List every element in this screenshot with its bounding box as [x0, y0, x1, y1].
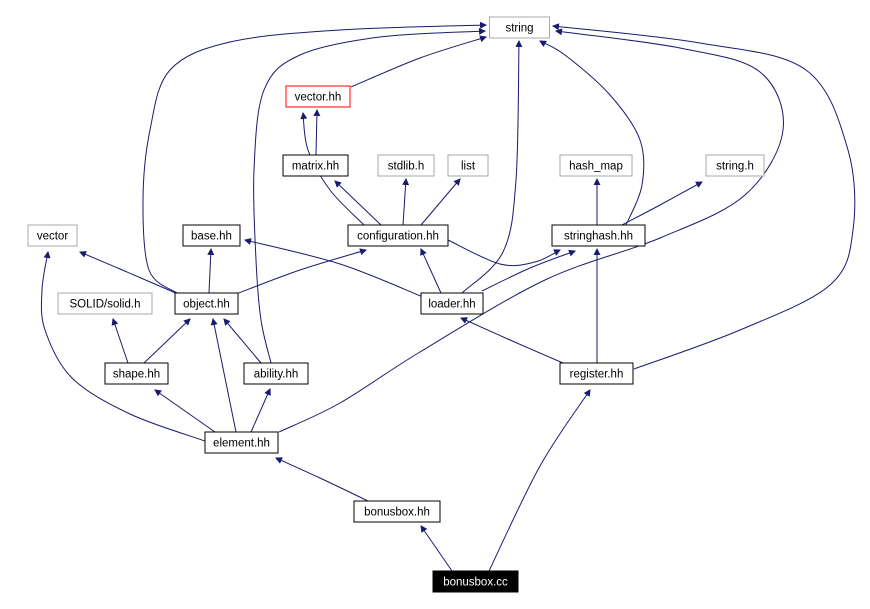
edge-element-hh-to-string — [278, 28, 784, 433]
node-box-list — [447, 154, 489, 177]
node-box-string — [489, 16, 550, 39]
node-box-hash-map — [559, 154, 633, 177]
edge-loader-hh-to-configuration-hh — [420, 248, 442, 294]
edge-object-hh-to-vector — [79, 251, 179, 295]
edge-object-hh-to-string — [142, 21, 488, 294]
node-label-list: list — [461, 161, 476, 173]
edge-bonusbox-hh-to-element-hh — [275, 457, 369, 502]
node-vector[interactable]: vector — [27, 224, 78, 247]
node-stdlib-h[interactable]: stdlib.h — [377, 154, 435, 177]
node-shape-hh[interactable]: shape.hh — [104, 362, 169, 385]
node-box-configuration-hh — [347, 224, 449, 247]
node-box-loader-hh — [420, 292, 484, 315]
node-bonusbox-hh[interactable]: bonusbox.hh — [353, 500, 441, 523]
edge-object-hh-to-base-hh — [207, 247, 215, 294]
edge-loader-hh-to-base-hh — [243, 238, 424, 298]
node-box-object-hh — [174, 292, 239, 315]
node-label-ability-hh: ability.hh — [254, 369, 299, 381]
node-label-loader-hh: loader.hh — [428, 299, 475, 311]
node-label-bonusbox-cc: bonusbox.cc — [443, 577, 508, 589]
node-box-register-hh — [559, 362, 634, 385]
node-matrix-hh[interactable]: matrix.hh — [282, 154, 349, 177]
node-label-register-hh: register.hh — [570, 369, 624, 381]
edge-stringhash-hh-to-string — [539, 40, 645, 226]
nodes-layer: string vector.hh matrix.hh stdlib.h list hash… — [27, 16, 765, 593]
node-loader-hh[interactable]: loader.hh — [420, 292, 484, 315]
node-hash-map[interactable]: hash_map — [559, 154, 633, 177]
node-vector-hh[interactable]: vector.hh — [285, 85, 351, 108]
edge-element-hh-to-ability-hh — [250, 388, 271, 433]
edge-configuration-hh-to-matrix-hh — [334, 180, 382, 226]
edge-stringhash-hh-to-string-h — [621, 181, 703, 226]
edge-bonusbox-cc-to-bonusbox-hh — [420, 525, 453, 572]
edge-register-hh-to-string — [551, 23, 856, 370]
edge-bonusbox-cc-to-register-hh — [488, 389, 591, 572]
edge-element-hh-to-object-hh — [210, 317, 237, 433]
node-label-stringhash-hh: stringhash.hh — [564, 231, 633, 243]
node-box-ability-hh — [243, 362, 309, 385]
node-label-solid-h: SOLID/solid.h — [70, 299, 141, 311]
edges-layer — [40, 21, 856, 572]
node-label-bonusbox-hh: bonusbox.hh — [364, 507, 430, 519]
node-label-vector-hh: vector.hh — [295, 92, 342, 104]
node-solid-h[interactable]: SOLID/solid.h — [57, 292, 153, 315]
edge-shape-hh-to-solid-h — [111, 318, 129, 364]
node-label-configuration-hh: configuration.hh — [357, 231, 439, 243]
node-bonusbox-cc[interactable]: bonusbox.cc — [432, 570, 519, 593]
node-ability-hh[interactable]: ability.hh — [243, 362, 309, 385]
edge-matrix-hh-to-vector-hh — [313, 108, 321, 156]
node-object-hh[interactable]: object.hh — [174, 292, 239, 315]
edge-element-hh-to-shape-hh — [154, 389, 216, 433]
node-label-matrix-hh: matrix.hh — [292, 161, 339, 173]
node-box-base-hh — [182, 224, 241, 247]
node-label-string: string — [505, 23, 533, 35]
edge-vector-hh-to-string — [350, 35, 488, 88]
node-list[interactable]: list — [447, 154, 489, 177]
node-base-hh[interactable]: base.hh — [182, 224, 241, 247]
edge-configuration-hh-to-stdlib-h — [402, 177, 410, 226]
node-box-matrix-hh — [282, 154, 349, 177]
node-box-vector — [27, 224, 78, 247]
node-element-hh[interactable]: element.hh — [204, 431, 279, 454]
node-box-shape-hh — [104, 362, 169, 385]
node-box-element-hh — [204, 431, 279, 454]
node-box-vector-hh — [285, 85, 351, 108]
node-box-stringhash-hh — [551, 224, 646, 247]
node-box-stdlib-h — [377, 154, 435, 177]
edge-register-hh-to-loader-hh — [460, 317, 564, 364]
node-box-string-h — [705, 154, 765, 177]
node-label-object-hh: object.hh — [183, 299, 230, 311]
node-string-h[interactable]: string.h — [705, 154, 765, 177]
edge-object-hh-to-configuration-hh — [235, 248, 368, 295]
node-stringhash-hh[interactable]: stringhash.hh — [551, 224, 646, 247]
edge-ability-hh-to-string — [253, 27, 487, 364]
edge-loader-hh-to-string — [461, 39, 523, 294]
node-box-bonusbox-cc — [432, 570, 519, 593]
edge-shape-hh-to-object-hh — [143, 318, 191, 364]
node-label-shape-hh: shape.hh — [113, 369, 160, 381]
node-label-vector: vector — [37, 231, 68, 243]
node-label-element-hh: element.hh — [213, 438, 270, 450]
node-register-hh[interactable]: register.hh — [559, 362, 634, 385]
node-string[interactable]: string — [489, 16, 550, 39]
edge-loader-hh-to-stringhash-hh — [481, 249, 576, 292]
edge-element-hh-to-vector — [40, 250, 206, 442]
edge-configuration-hh-to-list — [420, 178, 461, 226]
node-label-stdlib-h: stdlib.h — [388, 161, 424, 173]
node-configuration-hh[interactable]: configuration.hh — [347, 224, 449, 247]
edge-ability-hh-to-object-hh — [223, 318, 262, 364]
node-label-base-hh: base.hh — [191, 231, 232, 243]
node-box-solid-h — [57, 292, 153, 315]
edge-configuration-hh-to-stringhash-hh — [447, 239, 561, 267]
node-label-string-h: string.h — [716, 161, 754, 173]
node-box-bonusbox-hh — [353, 500, 441, 523]
node-label-hash-map: hash_map — [569, 161, 623, 173]
